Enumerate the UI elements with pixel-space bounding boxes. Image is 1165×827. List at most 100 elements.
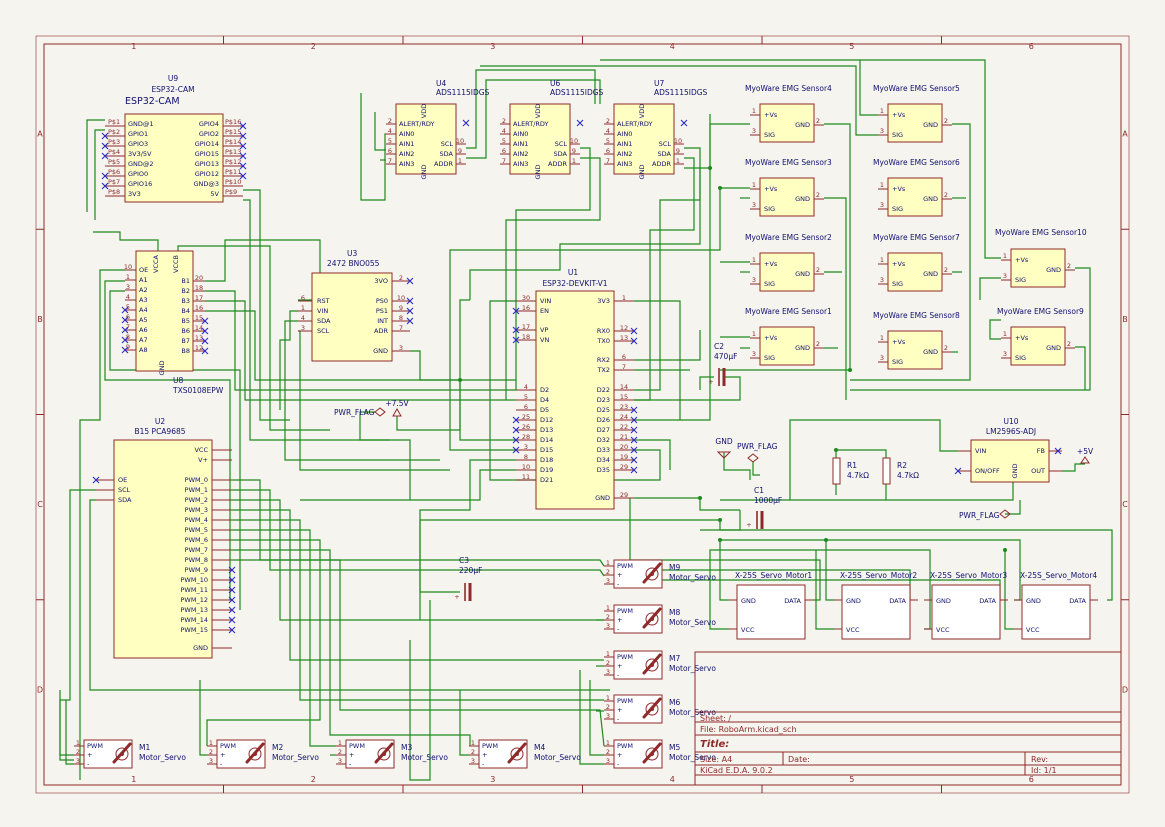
u1-body (535, 290, 615, 510)
servo-horn-icon (642, 742, 662, 764)
no-connect-icon (228, 566, 236, 574)
u7-pinnum: 10 (674, 137, 682, 145)
servo-pin-pwm: PWM (617, 562, 633, 570)
u7-pinnum: 2 (606, 117, 610, 125)
wire (459, 299, 516, 441)
u8-pinnum: 18 (195, 284, 203, 292)
servo-pin-pwm: PWM (349, 742, 365, 750)
big-servo-name: X-25S_Servo_Motor3 (930, 571, 1007, 580)
u3-pinnum: 2 (399, 274, 403, 282)
wire (449, 188, 721, 451)
u1-pinnum: 11 (522, 473, 530, 481)
u8-pinnum: 12 (195, 344, 203, 352)
u6-pinnum: 7 (502, 157, 506, 165)
u3-pin: SCL (317, 327, 330, 335)
no-connect-icon (101, 142, 109, 150)
no-connect-icon (512, 326, 520, 334)
wire (359, 411, 390, 441)
u9-pin: GND@1 (128, 120, 154, 128)
row-label: C (37, 500, 43, 509)
c1-value: 1000μF (754, 496, 782, 505)
no-connect-icon (239, 152, 247, 160)
servo-pin-plus: + (617, 751, 622, 759)
wire (824, 197, 847, 400)
u9-body (124, 113, 224, 203)
power-7v5: +7.5V (385, 399, 409, 408)
emg-sensor-body (1010, 326, 1066, 366)
u4-pinnum: 7 (388, 157, 392, 165)
u1-pinnum: 19 (620, 453, 628, 461)
u6-pinnum: 4 (502, 127, 506, 135)
r2-resistor: R24.7kΩ (882, 457, 919, 485)
emg-pin-gnd: GND (795, 121, 810, 129)
u1-pinnum: 30 (522, 294, 530, 302)
no-connect-icon (512, 426, 520, 434)
emg-sensor-name: MyoWare EMG Sensor5 (873, 84, 960, 93)
no-connect-icon (121, 306, 129, 314)
emg-pinnum: 1 (880, 256, 884, 264)
u1-pinnum: 3 (524, 443, 528, 451)
u6-pin: AIN3 (513, 160, 528, 168)
junction-dot (708, 166, 712, 170)
u1-value: ESP32-DEVKIT-V1 (542, 279, 607, 288)
u7-pin: AIN1 (617, 140, 632, 148)
c1-plus: + (746, 521, 751, 529)
emg-pin-sig: SIG (764, 280, 775, 288)
u1-pinnum: 14 (620, 383, 628, 391)
u7-pinnum: 6 (606, 147, 610, 155)
servo-pin-minus: - (617, 580, 620, 588)
u7-ref: U7 (654, 79, 664, 88)
u6-value: ADS1115IDGS (550, 88, 604, 97)
u2-pin: VCC (194, 446, 208, 454)
u1-pinnum: 12 (620, 324, 628, 332)
big-servo-vcc: VCC (936, 626, 950, 634)
servo-ref: M9 (669, 563, 680, 572)
u6-pin: AIN2 (513, 150, 528, 158)
u3-pin: PS0 (376, 297, 388, 305)
no-connect-icon (512, 416, 520, 424)
u9-pin: GPIO12 (195, 170, 219, 178)
big-servo-data: DATA (889, 597, 906, 605)
u8-pin: B1 (181, 277, 190, 285)
servo-pinnum: 1 (76, 739, 80, 747)
u2-pin: SCL (118, 486, 131, 494)
emg-sensor-body (759, 252, 815, 292)
servo-pin-pwm: PWM (220, 742, 236, 750)
u9-pin: GPIO16 (128, 180, 152, 188)
wire (589, 680, 604, 756)
wire (720, 123, 851, 371)
u2-body (113, 439, 213, 659)
u2-pin: PWM_3 (185, 506, 208, 514)
wire (719, 510, 741, 531)
wire (360, 93, 386, 201)
u1-pin: EN (540, 307, 549, 315)
u1-pin: D19 (540, 466, 553, 474)
u2-pin: OE (118, 476, 127, 484)
u1-pinnum: 20 (620, 443, 628, 451)
u1-pin: D26 (597, 416, 610, 424)
wire (232, 529, 336, 747)
u7-pin: AIN0 (617, 130, 632, 138)
emg-sensor-body (887, 177, 943, 217)
u1-pin: D23 (597, 396, 610, 404)
u2-pin: PWM_14 (181, 616, 208, 624)
u7-pinnum: 9 (676, 147, 680, 155)
u1-pinnum: 17 (522, 323, 530, 331)
wire (634, 157, 695, 401)
u8-pinnum: 14 (195, 324, 203, 332)
wire (206, 539, 321, 746)
servo-horn-icon (112, 742, 132, 764)
emg-pinnum: 1 (880, 181, 884, 189)
u6-body (509, 103, 571, 175)
servo-pin-pwm: PWM (617, 697, 633, 705)
u1-pinnum: 5 (524, 393, 528, 401)
servo-pinnum: 3 (606, 757, 610, 765)
wire (723, 452, 751, 480)
u9-pin: GPIO15 (195, 150, 219, 158)
